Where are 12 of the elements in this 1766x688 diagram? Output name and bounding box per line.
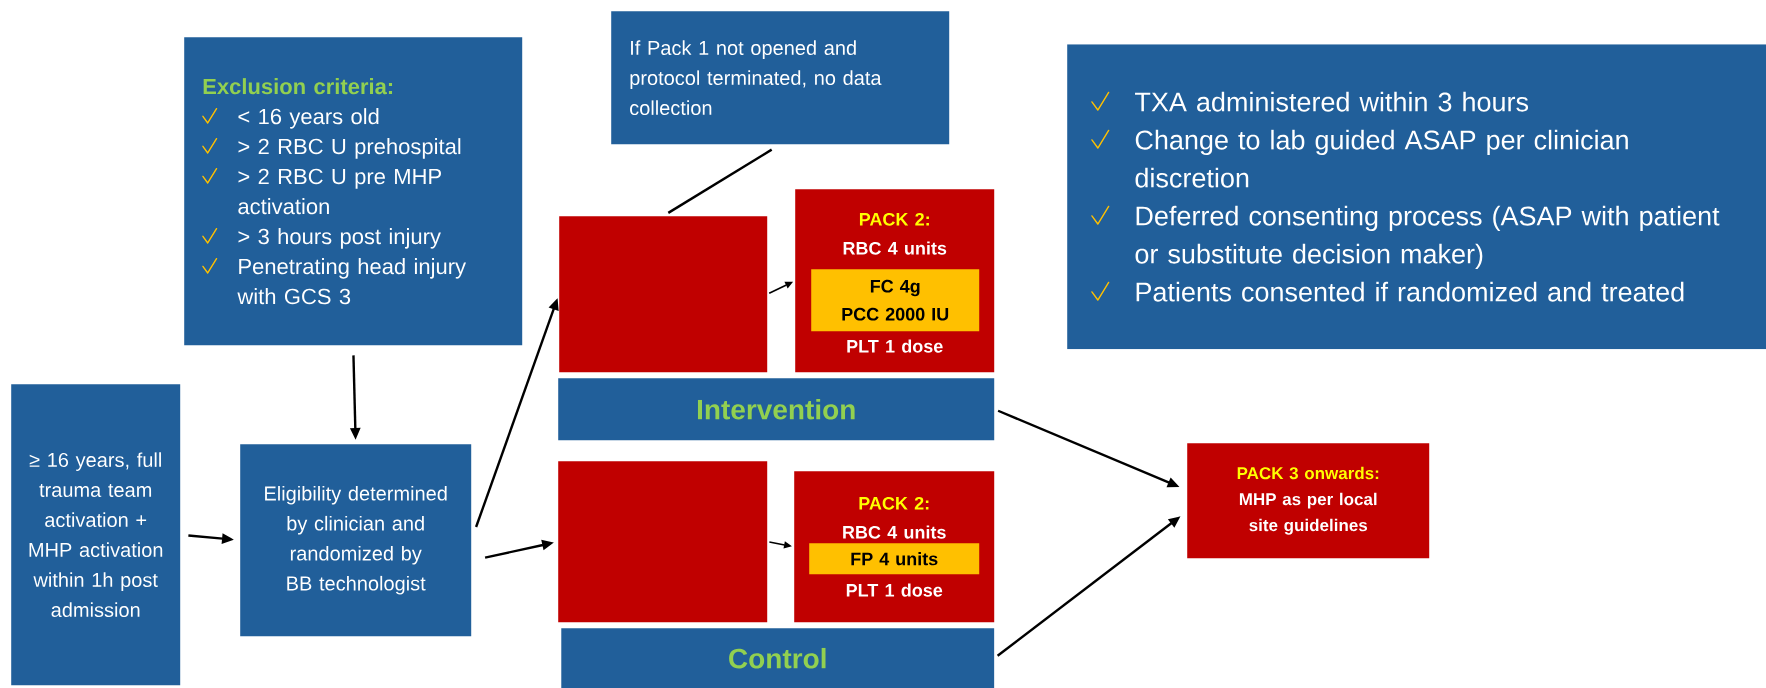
note-box: If Pack 1 not opened and protocol terminated, no data collection <box>611 11 950 145</box>
highlight-box: FP 4 units <box>809 543 980 575</box>
process-box: ≥ 16 years, full trauma team activation + MHP activation within 1h post admission <box>11 384 181 686</box>
arm-band: Intervention <box>558 378 995 441</box>
criteria-box: Exclusion criteria: < 16 years old > 2 RBC U prehospital > 2 RBC U pre MHP activation > 3 hours post injury Penetrating head injury with GCS 3 <box>184 37 523 346</box>
blank-box <box>559 216 768 373</box>
arm-band: Control <box>561 628 995 688</box>
process-box: Eligibility determined by clinician and randomized by BB technologist <box>240 444 472 637</box>
pack-box: PACK 3 onwards: MHP as per local site guidelines <box>1187 443 1430 559</box>
highlight-box: FC 4g PCC 2000 IU <box>811 269 980 332</box>
blank-box <box>558 461 768 623</box>
criteria-box: TXA administered within 3 hours Change to lab guided ASAP per clinician discretion Deferred consenting process (ASAP with patient or substitute decision maker) Patients consented if randomized and treated <box>1067 44 1766 350</box>
